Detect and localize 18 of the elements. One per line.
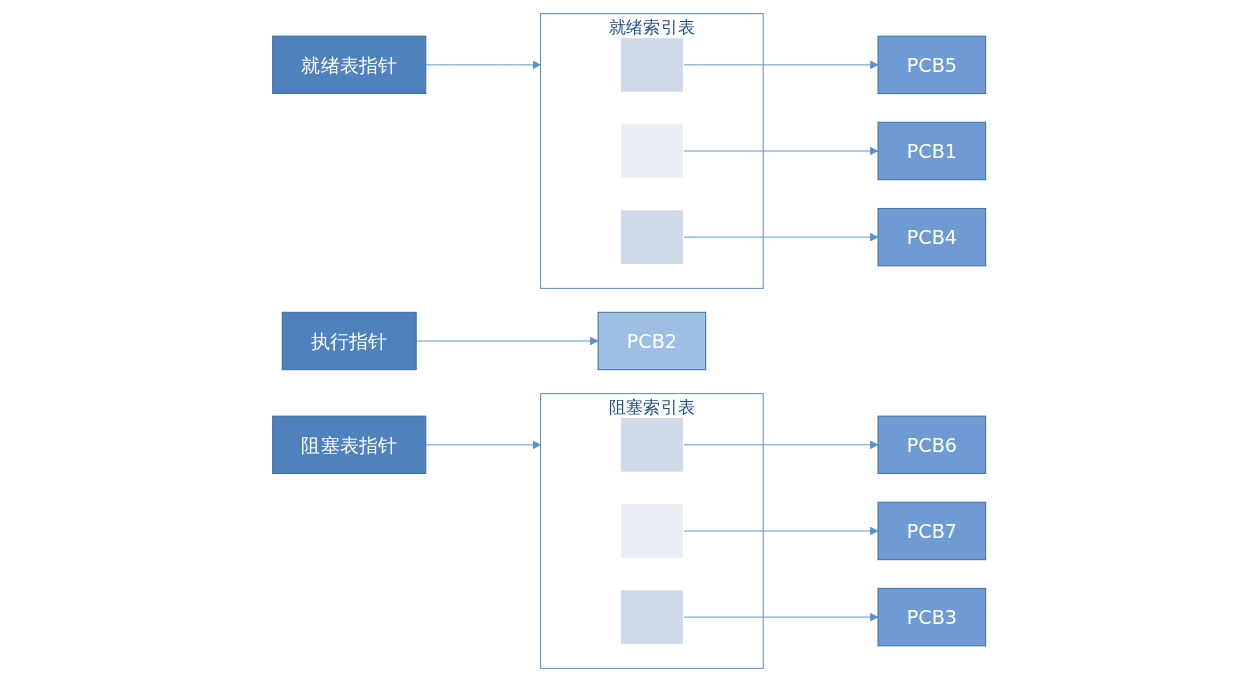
- node-box: PCB4: [877, 207, 986, 266]
- cluster: 阻塞索引表: [540, 392, 764, 669]
- node-box: [619, 502, 684, 559]
- node-box: [619, 416, 684, 473]
- node-box: [619, 122, 684, 179]
- node-box: 阻塞表指针: [272, 415, 427, 474]
- node-box: PCB7: [877, 501, 986, 560]
- node-box: [619, 588, 684, 645]
- node-box: PCB6: [877, 415, 986, 474]
- node-box: 就绪表指针: [272, 35, 427, 94]
- node-box: PCB5: [877, 35, 986, 94]
- node-box: [619, 208, 684, 265]
- node-box: PCB2: [597, 311, 707, 370]
- cluster: 就绪索引表: [540, 12, 764, 289]
- node-box: 执行指针: [281, 311, 417, 370]
- node-box: PCB3: [877, 587, 986, 646]
- node-box: [619, 36, 684, 93]
- node-box: PCB1: [877, 121, 986, 180]
